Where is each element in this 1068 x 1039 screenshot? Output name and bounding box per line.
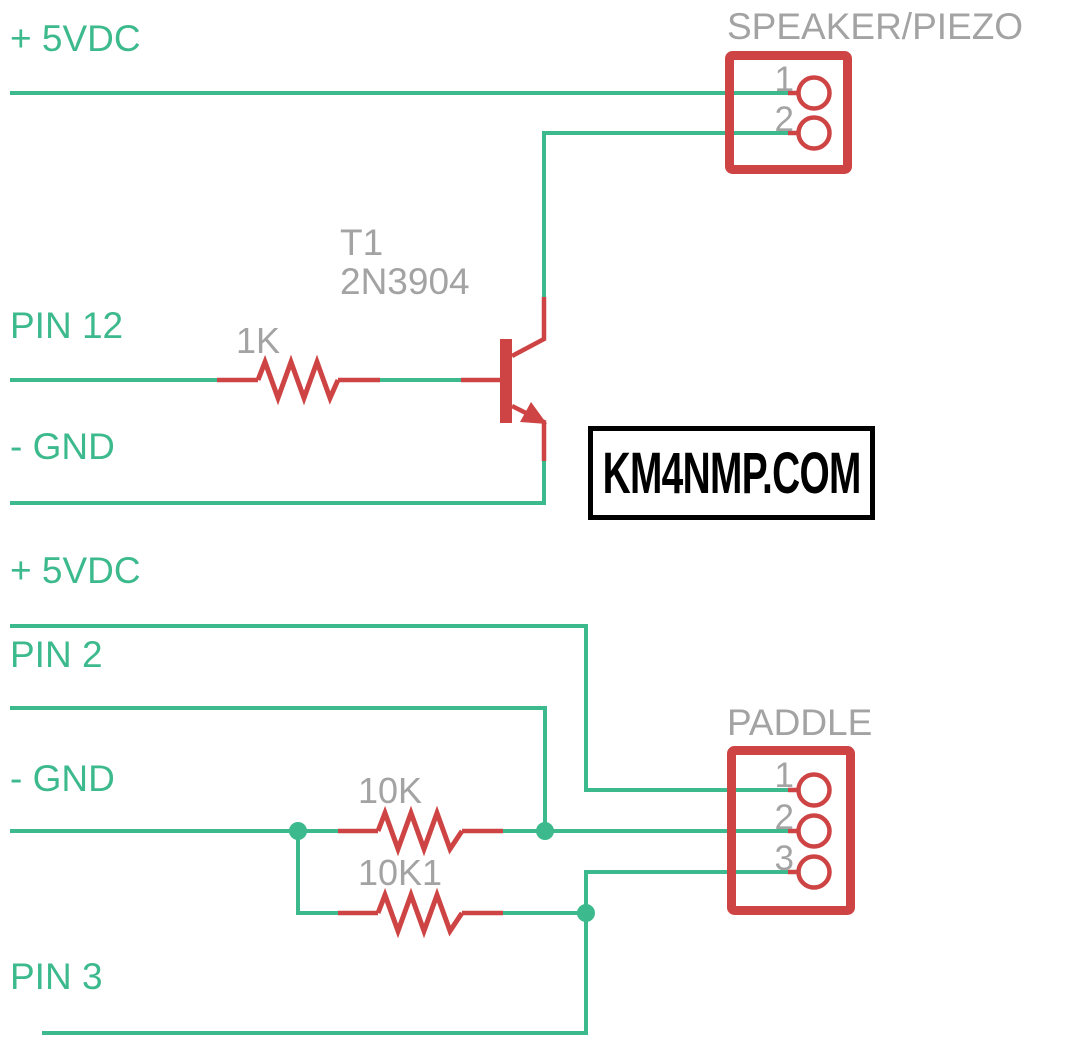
wire-branch-down-to-10k1: [296, 831, 338, 915]
net-label-pin2: PIN 2: [10, 634, 103, 675]
resistor-10k-label: 10K: [358, 770, 423, 811]
paddle-connector: [727, 746, 855, 915]
transistor-part-label: 2N3904: [340, 261, 470, 302]
paddle-pin-number-3: 3: [774, 839, 794, 878]
transistor-symbol: [500, 297, 547, 461]
wire-vcc-bottom-to-paddle1: [10, 624, 789, 792]
paddle-pin3-pad: [796, 854, 832, 890]
junction-dot: [577, 904, 595, 922]
speaker-pin-number-2: 2: [774, 100, 794, 139]
net-label-gnd-top: - GND: [10, 426, 115, 467]
resistor-10k1-label: 10K1: [358, 852, 443, 893]
transistor-designator-label: T1: [340, 222, 384, 263]
net-label-pin12: PIN 12: [10, 305, 124, 346]
wire-junction-to-paddle3: [584, 870, 789, 913]
junction-dot: [536, 822, 554, 840]
paddle-pin-number-2: 2: [774, 798, 794, 837]
speaker-connector-label: SPEAKER/PIEZO: [727, 6, 1024, 47]
speaker-connector-box: [725, 51, 852, 174]
net-label-vcc-top: + 5VDC: [10, 18, 141, 59]
wire-junction-to-pin3: [42, 913, 588, 1035]
paddle-connector-label: PADDLE: [727, 702, 873, 743]
speaker-pin1-pad: [796, 75, 832, 111]
wires-group: [10, 91, 789, 1035]
wire-gnd-top-to-emitter: [10, 460, 546, 505]
transistor-base-bar: [500, 339, 512, 423]
speaker-pin2-pad: [796, 115, 832, 151]
wire-speaker-pin2-to-collector: [542, 131, 789, 297]
junction-dot: [289, 822, 307, 840]
net-label-vcc-bottom: + 5VDC: [10, 550, 141, 591]
paddle-pin-number-1: 1: [774, 756, 794, 795]
resistor-1k-symbol: [255, 354, 341, 406]
net-label-gnd-bottom: - GND: [10, 758, 115, 799]
paddle-connector-box: [727, 746, 855, 915]
wire-pin2-down: [10, 706, 547, 831]
paddle-pin2-pad: [796, 813, 832, 849]
transistor-collector: [510, 297, 547, 358]
speaker-pin-number-1: 1: [774, 60, 794, 99]
watermark-box: KM4NMP.COM: [588, 426, 875, 520]
resistor-10k-symbol: [375, 805, 465, 857]
resistor-10k1-symbol: [375, 887, 465, 939]
paddle-pin1-pad: [796, 772, 832, 808]
watermark-text: KM4NMP.COM: [602, 440, 861, 506]
speaker-connector: [725, 51, 852, 174]
net-label-pin3: PIN 3: [10, 956, 103, 997]
transistor-emitter-arrow-icon: [520, 402, 547, 424]
resistor-1k-label: 1K: [236, 320, 281, 361]
